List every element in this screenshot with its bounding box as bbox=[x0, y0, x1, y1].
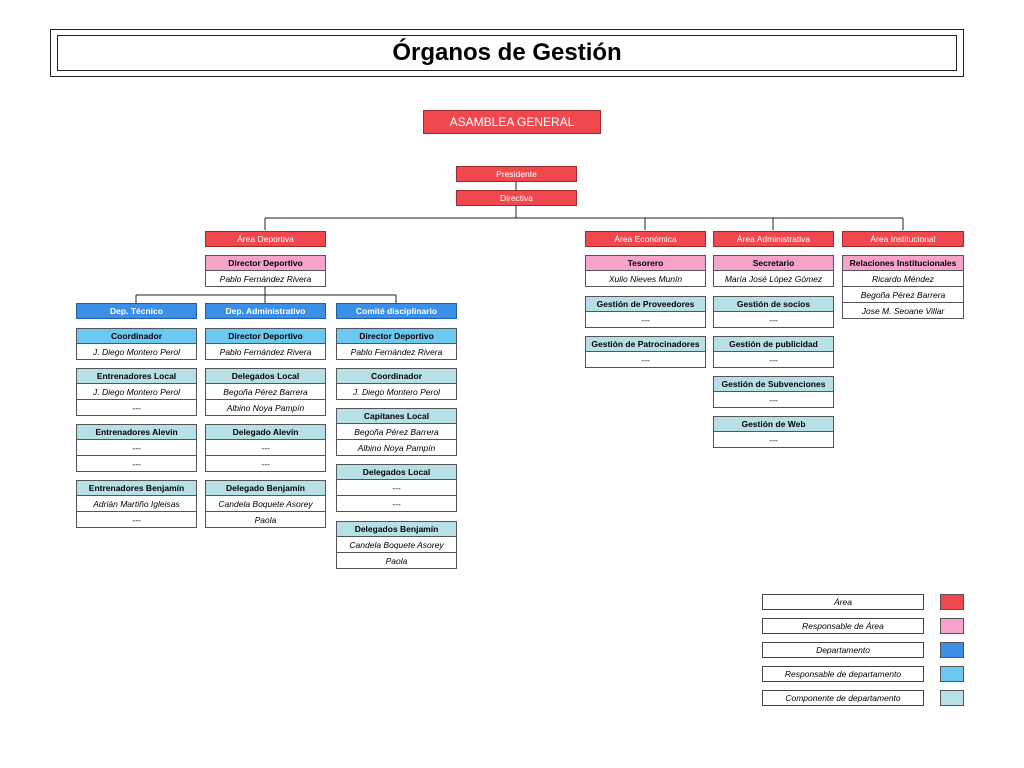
institucional-member: Begoña Pérez Barrera bbox=[842, 286, 964, 303]
asamblea-general-box: ASAMBLEA GENERAL bbox=[423, 110, 601, 134]
dep-tecnico-box: Dep. Técnico bbox=[76, 303, 197, 319]
economica-group-row: --- bbox=[585, 311, 706, 328]
legend-label-responsable-departamento: Responsable de departamento bbox=[762, 666, 924, 682]
area-institucional-responsable-title: Relaciones Institucionales bbox=[842, 255, 964, 271]
title-inner-frame: Órganos de Gestión bbox=[57, 35, 957, 71]
economica-group-title: Gestión de Patrocinadores bbox=[585, 336, 706, 352]
legend-swatch-departamento bbox=[940, 642, 964, 658]
dep-tecnico-group-row: --- bbox=[76, 455, 197, 472]
dep-tecnico-group-row: --- bbox=[76, 399, 197, 416]
administrativa-group-title: Gestión de publicidad bbox=[713, 336, 834, 352]
dep-tecnico-group-row: --- bbox=[76, 439, 197, 456]
economica-group-title: Gestión de Proveedores bbox=[585, 296, 706, 312]
comite-group-title: Capitanes Local bbox=[336, 408, 457, 424]
comite-group-title: Coordinador bbox=[336, 368, 457, 384]
dep-tecnico-group-row: J. Diego Montero Perol bbox=[76, 383, 197, 400]
page-title: Órganos de Gestión bbox=[392, 39, 622, 66]
title-frame: Órganos de Gestión bbox=[50, 29, 964, 77]
comite-group-row: J. Diego Montero Perol bbox=[336, 383, 457, 400]
administrativa-group-title: Gestión de Web bbox=[713, 416, 834, 432]
dep-administrativo-group-row: Albino Noya Pampín bbox=[205, 399, 326, 416]
area-economica-responsable-name: Xulio Nieves Munín bbox=[585, 270, 706, 287]
legend-label-area: Área bbox=[762, 594, 924, 610]
comite-coord-title: Director Deportivo bbox=[336, 328, 457, 344]
comite-group-title: Delegados Benjamín bbox=[336, 521, 457, 537]
comite-coord-name: Pablo Fernández Rivera bbox=[336, 343, 457, 360]
area-deportiva-responsable-title: Director Deportivo bbox=[205, 255, 326, 271]
legend-label-componente-departamento: Componente de departamento bbox=[762, 690, 924, 706]
administrativa-group-row: --- bbox=[713, 431, 834, 448]
dep-tecnico-group-title: Entrenadores Alevín bbox=[76, 424, 197, 440]
area-economica-box: Área Económica bbox=[585, 231, 706, 247]
area-deportiva-box: Área Deportiva bbox=[205, 231, 326, 247]
economica-group-row: --- bbox=[585, 351, 706, 368]
comite-disciplinario-box: Comité disciplinario bbox=[336, 303, 457, 319]
dep-tecnico-group-row: Adrián Martiño Igleisas bbox=[76, 495, 197, 512]
area-administrativa-responsable-title: Secretario bbox=[713, 255, 834, 271]
institucional-member: Ricardo Méndez bbox=[842, 270, 964, 287]
dep-administrativo-group-row: --- bbox=[205, 455, 326, 472]
area-deportiva-responsable-name: Pablo Fernández Rivera bbox=[205, 270, 326, 287]
dep-administrativo-group-title: Delegado Benjamín bbox=[205, 480, 326, 496]
comite-group-row: --- bbox=[336, 495, 457, 512]
legend-swatch-responsable-area bbox=[940, 618, 964, 634]
dep-tecnico-coord-name: J. Diego Montero Perol bbox=[76, 343, 197, 360]
dep-tecnico-group-title: Entrenadores Local bbox=[76, 368, 197, 384]
dep-administrativo-group-row: --- bbox=[205, 439, 326, 456]
dep-administrativo-box: Dep. Administrativo bbox=[205, 303, 326, 319]
administrativa-group-title: Gestión de Subvenciones bbox=[713, 376, 834, 392]
area-administrativa-box: Área Administrativa bbox=[713, 231, 834, 247]
comite-group-row: Albino Noya Pampín bbox=[336, 439, 457, 456]
comite-group-row: Begoña Pérez Barrera bbox=[336, 423, 457, 440]
dep-administrativo-group-title: Delegados Local bbox=[205, 368, 326, 384]
legend-swatch-responsable-departamento bbox=[940, 666, 964, 682]
administrativa-group-row: --- bbox=[713, 311, 834, 328]
presidente-box: Presidente bbox=[456, 166, 577, 182]
dep-administrativo-coord-title: Director Deportivo bbox=[205, 328, 326, 344]
dep-tecnico-coord-title: Coordinador bbox=[76, 328, 197, 344]
dep-tecnico-group-row: --- bbox=[76, 511, 197, 528]
comite-group-row: --- bbox=[336, 479, 457, 496]
administrativa-group-row: --- bbox=[713, 351, 834, 368]
dep-administrativo-group-row: Paola bbox=[205, 511, 326, 528]
legend-swatch-componente-departamento bbox=[940, 690, 964, 706]
dep-administrativo-group-title: Delegado Alevín bbox=[205, 424, 326, 440]
area-economica-responsable-title: Tesorero bbox=[585, 255, 706, 271]
comite-group-row: Candela Boquete Asorey bbox=[336, 536, 457, 553]
dep-administrativo-group-row: Candela Boquete Asorey bbox=[205, 495, 326, 512]
legend-label-responsable-area: Responsable de Área bbox=[762, 618, 924, 634]
dep-administrativo-group-row: Begoña Pérez Barrera bbox=[205, 383, 326, 400]
directiva-box: Directiva bbox=[456, 190, 577, 206]
institucional-member: Jose M. Seoane Villar bbox=[842, 302, 964, 319]
comite-group-title: Delegados Local bbox=[336, 464, 457, 480]
legend-label-departamento: Departamento bbox=[762, 642, 924, 658]
dep-tecnico-group-title: Entrenadores Benjamín bbox=[76, 480, 197, 496]
administrativa-group-title: Gestión de socios bbox=[713, 296, 834, 312]
comite-group-row: Paola bbox=[336, 552, 457, 569]
area-institucional-box: Área Institucional bbox=[842, 231, 964, 247]
administrativa-group-row: --- bbox=[713, 391, 834, 408]
dep-administrativo-coord-name: Pablo Fernández Rivera bbox=[205, 343, 326, 360]
area-administrativa-responsable-name: María José López Gómez bbox=[713, 270, 834, 287]
legend-swatch-area bbox=[940, 594, 964, 610]
